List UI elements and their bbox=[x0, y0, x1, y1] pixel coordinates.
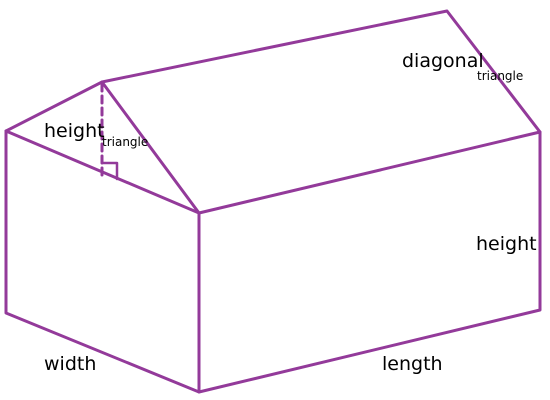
label-length: length bbox=[382, 353, 443, 375]
label-diagonal-triangle: diagonal bbox=[402, 50, 484, 72]
label-height-triangle: height bbox=[44, 120, 105, 142]
label-diagonal-triangle-sub: triangle bbox=[477, 69, 523, 83]
roof-ridge bbox=[100, 9, 542, 134]
label-height-prism: height bbox=[476, 233, 537, 255]
right-angle-marker bbox=[100, 161, 119, 181]
side-wall-face bbox=[197, 130, 542, 394]
label-height-triangle-sub: triangle bbox=[102, 135, 148, 149]
label-width: width bbox=[44, 353, 96, 375]
